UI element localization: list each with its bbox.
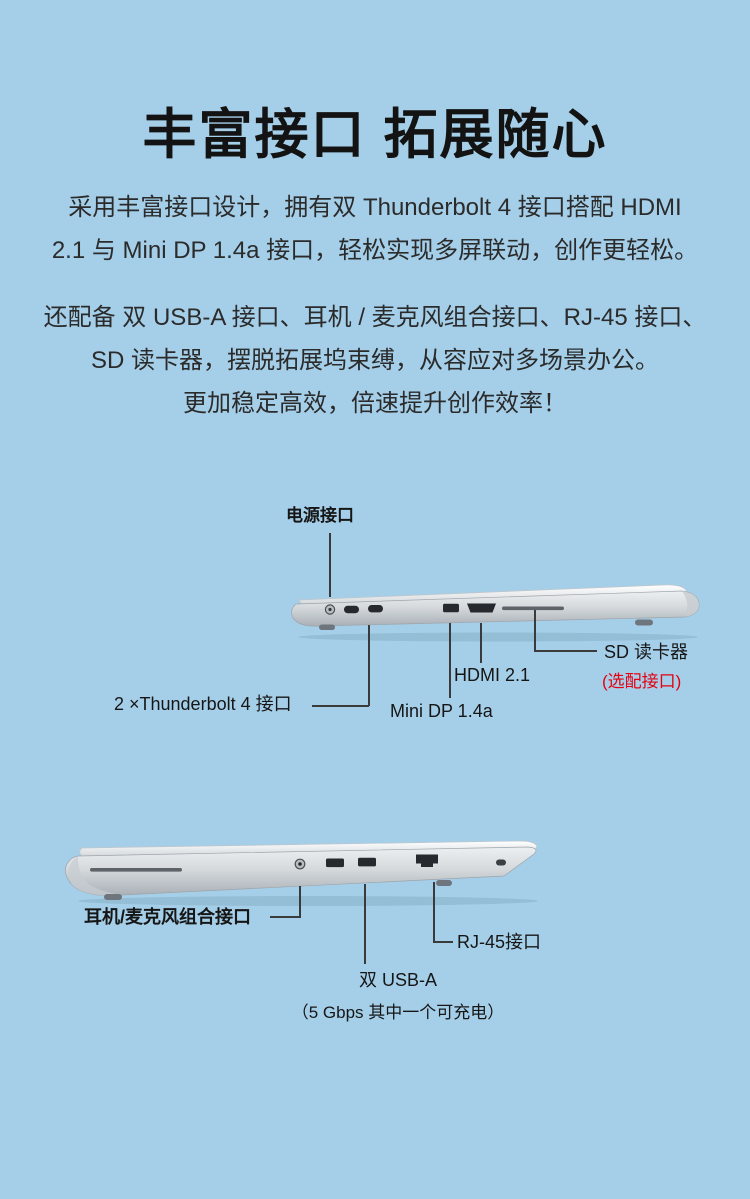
- thunderbolt-port-1-icon: [344, 605, 359, 614]
- label-minidp-port: Mini DP 1.4a: [390, 701, 493, 721]
- callout-line-sd-v: [534, 610, 536, 651]
- hdmi-port-icon: [467, 603, 496, 613]
- power-port-icon: [324, 604, 336, 615]
- intro-paragraph-1: 采用丰富接口设计，拥有双 Thunderbolt 4 接口搭配 HDMI 2.1…: [51, 194, 699, 264]
- callout-line-audio-v: [299, 886, 301, 918]
- label-rj45-port: RJ-45接口: [457, 932, 542, 952]
- rj45-port-icon: [416, 854, 438, 867]
- callout-line-rj45-v: [433, 882, 435, 943]
- audio-jack-icon: [294, 858, 306, 870]
- label-power-port: 电源接口: [286, 506, 354, 525]
- label-audio-combo-port: 耳机/麦克风组合接口: [84, 907, 252, 927]
- callout-line-hdmi: [480, 623, 482, 663]
- callout-line-rj45-h: [433, 941, 453, 943]
- label-usb-note: （5 Gbps 其中一个可充电）: [291, 1003, 505, 1022]
- callout-line-audio-h: [270, 916, 301, 918]
- label-thunderbolt-ports: 2 ×Thunderbolt 4 接口: [114, 694, 292, 714]
- intro-paragraph-2: 还配备 双 USB-A 接口、耳机 / 麦克风组合接口、RJ-45 接口、 SD…: [43, 304, 707, 417]
- sd-slot-icon: [502, 606, 564, 611]
- usb-a-port-1-icon: [326, 858, 344, 868]
- laptop-left-side-image: [283, 580, 703, 644]
- callout-line-usb: [364, 884, 366, 964]
- minidp-port-icon: [443, 603, 459, 613]
- usb-a-port-2-icon: [358, 857, 376, 867]
- card-slot-icon: [90, 868, 182, 872]
- callout-line-thunderbolt-v: [367, 625, 370, 706]
- label-dual-usb-a: 双 USB-A: [358, 970, 437, 990]
- thunderbolt-port-2-icon: [368, 605, 383, 613]
- callout-line-minidp: [449, 623, 451, 698]
- callout-line-thunderbolt-h: [312, 704, 369, 707]
- label-usb-group: 双 USB-A （5 Gbps 其中一个可充电）: [252, 966, 544, 1023]
- label-sd-reader: SD 读卡器: [604, 642, 689, 662]
- label-hdmi-port: HDMI 2.1: [454, 665, 531, 685]
- page-title: 丰富接口 拓展随心: [142, 105, 608, 165]
- laptop-left-side-drawing: [291, 584, 700, 642]
- lock-slot-icon: [496, 859, 506, 866]
- callout-line-power: [329, 533, 331, 597]
- laptop-right-side-drawing: [65, 840, 538, 906]
- label-sd-optional-note: (选配接口): [602, 672, 682, 691]
- laptop-right-side-image: [58, 838, 550, 908]
- callout-line-sd-h: [534, 649, 597, 652]
